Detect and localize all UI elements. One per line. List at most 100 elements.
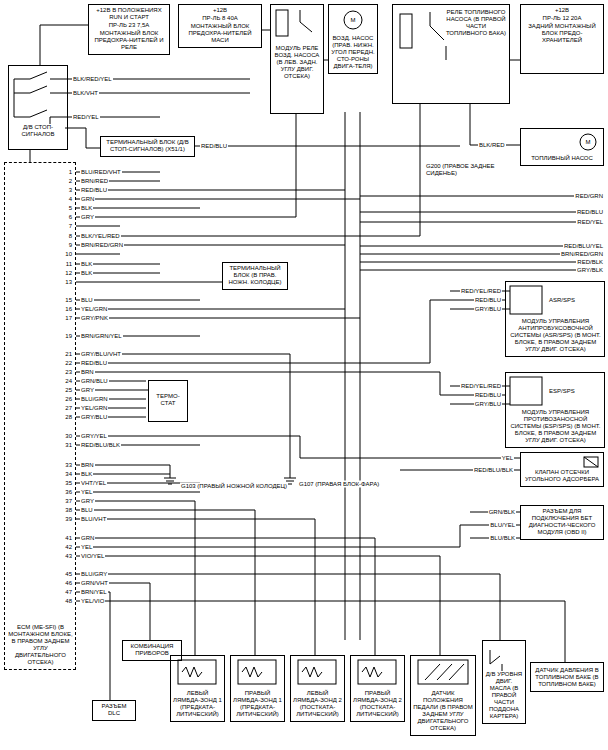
wire-label: YEL xyxy=(80,489,93,496)
component-text: ECM (ME-SFI) (В МОНТАЖНОМ БЛОКЕ, В ПРАВО… xyxy=(8,624,73,666)
wire-label: BRN xyxy=(80,369,95,376)
sensor-symbol xyxy=(298,660,336,684)
wire-label: BLU/VHT xyxy=(80,516,107,523)
component-text: ПР-ЛЬ 23 7,5А xyxy=(91,22,167,29)
wire-label: BRN/RED xyxy=(80,178,109,185)
component-text: ТОПЛИВНЫЙ НАСОС xyxy=(523,155,601,162)
wire-label: GRN xyxy=(80,196,95,203)
module-connector xyxy=(510,377,542,405)
pin-number: 25 xyxy=(64,387,73,394)
sensor-symbol xyxy=(178,660,216,684)
wire-label: ASR/SPS xyxy=(548,297,576,304)
wire-label: BRN/RED/GRN xyxy=(560,251,604,258)
switch-symbol xyxy=(14,10,502,672)
component-text: ТЕРМИНАЛЬНЫЙ БЛОК (Д/В СТОП-СИГНАЛОВ) (X… xyxy=(103,139,192,153)
wire-label: BLK/YEL/RED xyxy=(80,233,121,240)
pin-number: 36 xyxy=(64,489,73,496)
pin-number: 34 xyxy=(64,471,73,478)
wire-label: RED/YEL xyxy=(72,114,100,121)
wire-label: YEL/VIO xyxy=(80,598,105,605)
pin-number: 30 xyxy=(64,433,73,440)
wire-connector xyxy=(76,300,505,363)
wire-label: RED/BLU xyxy=(474,392,502,399)
wire-label: BLK xyxy=(80,471,93,478)
component-text: МОДУЛЬ РЕЛЕ ВОЗД. НАСОСА (В ЛЕВ. ЗАДН. У… xyxy=(273,45,321,80)
component-text: РАЗЪЕМ ДЛЯ ПОДКЛЮЧЕНИЯ БЕТ ДИАГНОСТИ-ЧЕС… xyxy=(523,508,601,536)
wire-label: BRN/YEL xyxy=(80,589,108,596)
wire-label: BLU xyxy=(80,507,94,514)
wire-label: BLK xyxy=(80,205,93,212)
wire-label: RED/YEL/RED xyxy=(460,288,502,295)
component-text: ЛЕВЫЙ ЛЯМБДА-ЗОНД 2 (ПОСТКАТА-ЛИТИЧЕСКИЙ… xyxy=(293,690,342,718)
wire-label: BLU/GRN xyxy=(80,396,109,403)
motor-symbol xyxy=(580,134,596,150)
pin-number: 38 xyxy=(64,507,73,514)
wire-connector xyxy=(76,601,565,662)
pin-number: 27 xyxy=(64,405,73,412)
wire-connector xyxy=(76,436,520,458)
pin-number: 24 xyxy=(64,378,73,385)
pin-number: 26 xyxy=(64,396,73,403)
component-box: Д/В СТОП-СИГНАЛОВ xyxy=(8,65,68,150)
wire-label: YEL/GRN xyxy=(80,405,108,412)
component-text: ПР-ЛЬ 12 20А xyxy=(523,15,601,22)
component-box: ВОЗД. НАСОС (ПРАВ. НИЖН. УГОЛ ПЕРЕДН. СТ… xyxy=(328,4,378,74)
sensor-symbol xyxy=(358,660,396,684)
pin-number: 31 xyxy=(64,442,73,449)
wire-label: BLU xyxy=(80,297,94,304)
component-box: ДАТЧИК ПОЛОЖЕНИЯ ПЕДАЛИ (В ПРАВОМ ЗАДНЕМ… xyxy=(410,655,476,736)
wire-label: RED/BLU xyxy=(576,209,604,216)
wire-label: BLU/BLK xyxy=(489,535,516,542)
pin-number: 6 xyxy=(68,214,73,221)
pin-number: 5 xyxy=(68,205,73,212)
wire-label: G103 (ПРАВЫЙ НОЖНОЙ КОЛОДЕЦ) xyxy=(180,483,288,490)
pin-number: 9 xyxy=(68,242,73,249)
wire-label: GRN/BLU xyxy=(80,378,109,385)
pin-number: 22 xyxy=(64,360,73,367)
wire-label: GRY/BLU xyxy=(474,401,502,408)
pin-number: 11 xyxy=(65,261,73,268)
component-box: ЛЕВЫЙ ЛЯМБДА-ЗОНД 1 (ПРЕДКАТА-ЛИТИЧЕСКИЙ… xyxy=(170,655,225,722)
pin-number: 17 xyxy=(64,315,73,322)
pin-number: 19 xyxy=(64,333,73,340)
component-text: ПР-ЛЬ 8 40А xyxy=(181,15,259,22)
wire-connector xyxy=(76,282,222,283)
pin-number: 45 xyxy=(64,571,73,578)
pin-number: 39 xyxy=(64,516,73,523)
wire-label: BLU/YEL xyxy=(489,522,516,529)
wire-label: G200 (ПРАВОЕ ЗАДНЕЕ СИДЕНЬЕ) xyxy=(425,163,517,177)
component-text: РЕЛЕ ТОПЛИВНОГО НАСОСА (В ПРАВОЙ ЧАСТИ Т… xyxy=(445,9,507,37)
wire-connector xyxy=(76,574,500,640)
pin-number: 33 xyxy=(64,462,73,469)
wire-label: VIO/YEL xyxy=(80,553,105,560)
wire-connector xyxy=(76,519,315,655)
wire-label: BLK xyxy=(80,270,93,277)
wire-label: YEL/GRN xyxy=(80,306,108,313)
wire-label: BLU/GRY xyxy=(80,571,108,578)
component-box: +12В В ПОЛОЖЕНИЯХ RUN И СТАРТПР-ЛЬ 23 7,… xyxy=(88,4,170,55)
solenoid-symbol xyxy=(584,457,598,467)
component-box: РАЗЪЕМ ДЛЯ ПОДКЛЮЧЕНИЯ БЕТ ДИАГНОСТИ-ЧЕС… xyxy=(520,505,604,540)
wire-connector xyxy=(76,510,255,655)
wire-label: RED/GRN xyxy=(574,193,604,200)
wire-label: YEL xyxy=(501,455,514,462)
wire-label: GRY/BLU xyxy=(474,306,502,313)
pin-number: 3 xyxy=(68,187,73,194)
component-text: ЗАДНИЙ МОНТАЖНЫЙ БЛОК ПРЕДО-ХРАНИТЕЛЕЙ xyxy=(523,23,601,44)
component-box: ПРАВЫЙ ЛЯМБДА-ЗОНД 1 (ПРЕДКАТА-ЛИТИЧЕСКИ… xyxy=(230,655,285,722)
component-text: ВОЗД. НАСОС (ПРАВ. НИЖН. УГОЛ ПЕРЕДН. СТ… xyxy=(331,35,375,70)
wire-connector xyxy=(76,592,110,700)
component-text: МОНТАЖНЫЙ БЛОК ПРЕДОХРА-НИТЕЛЕЙ И РЕЛЕ xyxy=(91,30,167,51)
wire-label: GRN/VHT xyxy=(80,580,109,587)
wire-connector xyxy=(30,150,31,162)
wire-label: GRY/BLU/VHT xyxy=(80,351,122,358)
wire-connector xyxy=(76,501,195,655)
wire-label: RED/BLU xyxy=(200,143,228,150)
component-box: МОДУЛЬ УПРАВЛЕНИЯ ПРОТИВОЗАНОСНОЙ СИСТЕМ… xyxy=(505,372,605,448)
wire-label: BRN/GRN/YEL xyxy=(80,333,123,340)
wire-label: RED/YEL/RED xyxy=(460,383,502,390)
component-text: РАЗЪЕМ DLC xyxy=(95,703,133,717)
wire-label: BLK/RED xyxy=(478,142,506,149)
wire-label: BLK xyxy=(80,261,93,268)
wire-label: BRN xyxy=(80,462,95,469)
